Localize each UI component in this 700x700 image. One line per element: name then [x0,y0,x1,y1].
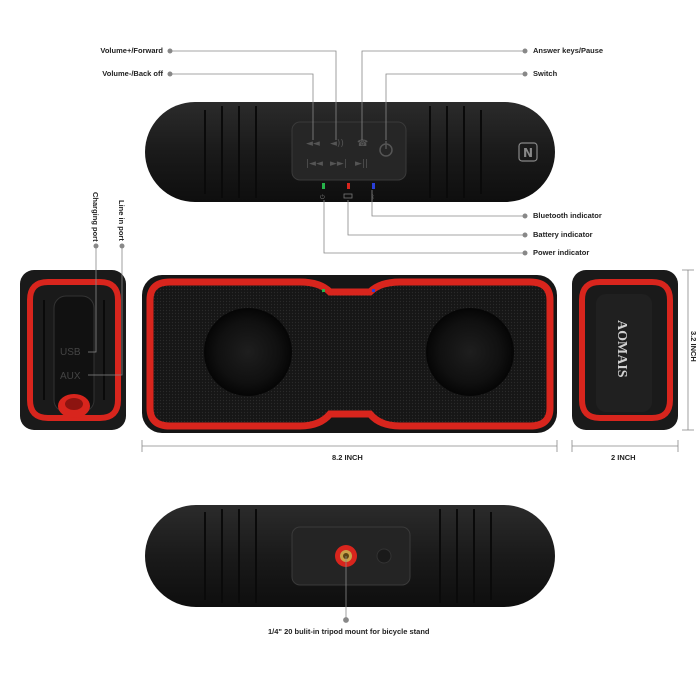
front-view [142,275,557,433]
right-side-view: AOMAIS [572,270,678,430]
height-dimension-line [682,269,694,431]
led-bluetooth-icon: ᛒ [371,194,375,201]
top-callout-dots [167,48,528,256]
play-pause-icon[interactable]: ►|| [355,159,368,169]
bluetooth-led [372,183,375,189]
nfc-mark: N [523,146,533,160]
nfc-icon [518,142,538,162]
left-callout-lines [88,246,123,376]
label-line-in-port: Line in port [117,200,126,241]
label-depth-dimension: 2 INCH [611,453,636,462]
led-battery-icon [343,193,353,199]
right-woofer [426,308,514,396]
volume-down-icon[interactable]: ◄◄ [306,139,320,149]
left-callout-dots [93,243,125,249]
label-bluetooth-indicator: Bluetooth indicator [533,211,602,220]
top-callout-lines [170,50,525,254]
tripod-callout-line [343,556,349,623]
label-height-dimension: 3.2 INCH [689,331,698,362]
volume-up-icon[interactable]: ◄)) [330,139,344,149]
left-woofer [204,308,292,396]
label-volume-down-back: Volume-/Back off [102,69,163,78]
label-tripod-mount: 1/4" 20 bulit-in tripod mount for bicycl… [268,627,430,636]
bottom-view-ribs [204,509,492,603]
next-track-icon[interactable]: ►►| [330,159,347,169]
label-power-indicator: Power indicator [533,248,590,257]
label-volume-up-forward: Volume+/Forward [100,46,163,55]
battery-led [347,183,350,189]
label-battery-indicator: Battery indicator [533,230,593,239]
button-panel [291,121,407,181]
width-dimension-line [141,440,558,452]
mount-secondary-hole [376,548,392,564]
label-answer-keys-pause: Answer keys/Pause [533,46,604,55]
previous-track-icon[interactable]: |◄◄ [306,159,323,169]
led-power-icon: ⏻ [320,194,325,201]
brand-logo: AOMAIS [614,320,629,378]
power-led [322,183,325,189]
left-side-view: USB AUX [20,270,126,430]
top-view-ribs [204,106,482,198]
label-switch: Switch [533,69,558,78]
label-width-dimension: 8.2 INCH [332,453,363,462]
depth-dimension-line [571,440,679,452]
usb-port-label: USB [60,347,81,358]
label-charging-port: Charging port [91,192,100,242]
top-view: ◄◄ ◄)) |◄◄ ►►| ☎ ►|| N ⏻ ᛒ [145,102,555,202]
bottom-view [145,505,555,607]
phone-icon[interactable]: ☎ [357,139,368,149]
button-icons: ◄◄ ◄)) |◄◄ ►►| ☎ ►|| [306,139,368,169]
aux-port-label: AUX [60,371,81,382]
